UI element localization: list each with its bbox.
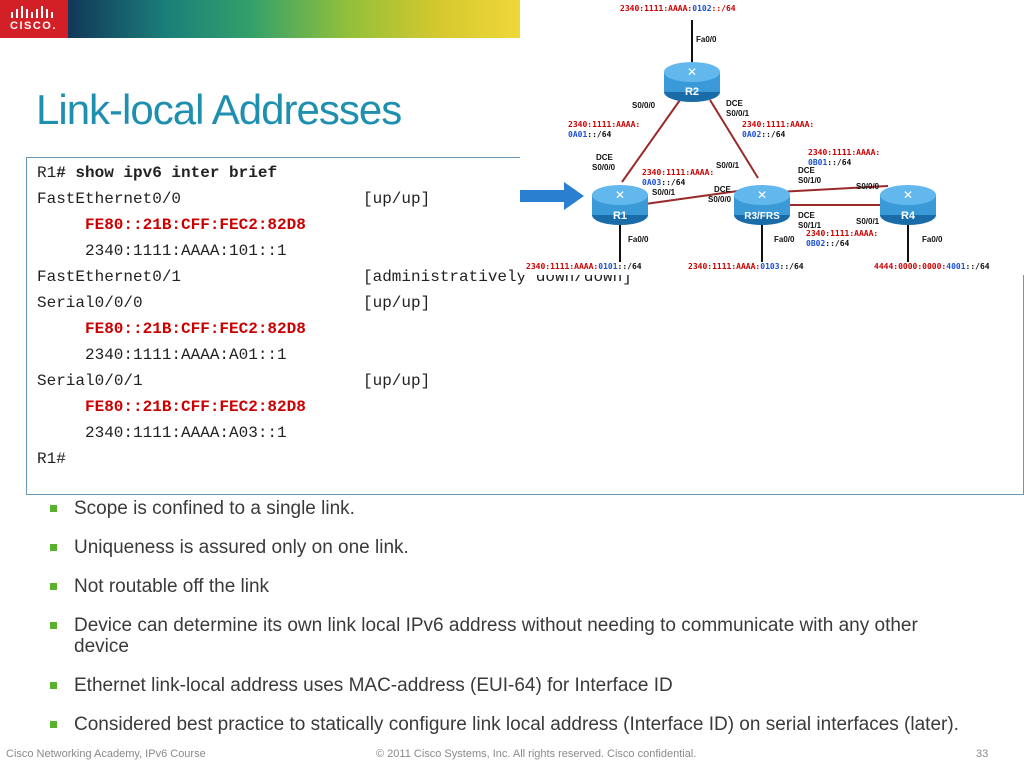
r1-lan-subnet: 2340:1111:AAAA:0101::/64 (526, 262, 642, 271)
r3-lan-subnet: 2340:1111:AAAA:0103::/64 (688, 262, 804, 271)
router-r2: ✕ R2 (664, 62, 720, 102)
network-topology-diagram: ✕ R2 ✕ R1 ✕ R3/FRS ✕ R4 2340:1111:AAAA:0… (520, 0, 1024, 275)
cli-global-addr: 2340:1111:AAAA:A01::1 (85, 346, 287, 364)
cisco-logo-text: CISCO. (10, 20, 57, 32)
r2-s000-label: S0/0/0 (632, 101, 656, 110)
r4-s000-label: S0/0/0 (856, 182, 880, 191)
r2-fa-label: Fa0/0 (696, 35, 717, 44)
list-item: Ethernet link-local address uses MAC-add… (48, 675, 968, 696)
r4-s001-label: S0/0/1 (856, 217, 880, 226)
r1-r2-subnet-line1: 2340:1111:AAAA: (568, 120, 640, 129)
link-r1-r2 (621, 99, 681, 183)
footer-copyright: © 2011 Cisco Systems, Inc. All rights re… (376, 748, 697, 760)
r4-fa-label: Fa0/0 (922, 235, 943, 244)
r1-r3-subnet-line1: 2340:1111:AAAA: (642, 168, 714, 177)
r3-dce-label-b: DCE (798, 166, 816, 175)
router-r3: ✕ R3/FRS (734, 185, 790, 225)
r3-s011-label: S0/1/1 (798, 221, 822, 230)
slide-title: Link-local Addresses (36, 86, 402, 133)
cli-iface-name: Serial0/0/0 (37, 294, 143, 312)
router-label-r4: R4 (901, 210, 916, 222)
top-subnet-label: 2340:1111:AAAA:0102::/64 (620, 4, 736, 13)
bullet-list: Scope is confined to a single link. Uniq… (48, 498, 968, 753)
cli-iface-status: [up/up] (363, 190, 431, 208)
cli-iface-name: FastEthernet0/1 (37, 268, 182, 286)
bullet-square-icon (50, 544, 57, 551)
list-item: Considered best practice to statically c… (48, 714, 968, 735)
bullet-square-icon (50, 721, 57, 728)
router-arrows-icon: ✕ (757, 188, 767, 202)
r2-r3-subnet-line2: 0A02::/64 (742, 130, 786, 139)
r1-r3-subnet-line2: 0A03::/64 (642, 178, 686, 187)
header-banner: CISCO. (0, 0, 522, 38)
list-item: Scope is confined to a single link. (48, 498, 968, 519)
router-label-r1: R1 (613, 210, 627, 222)
footer-course: Cisco Networking Academy, IPv6 Course (6, 748, 206, 760)
cli-command: # show ipv6 inter brief (56, 164, 278, 182)
link-r1-r3 (637, 189, 746, 206)
router-label-r3: R3/FRS (744, 211, 780, 222)
r4-lan-subnet: 4444:0000:0000:4001::/64 (874, 262, 990, 271)
router-arrows-icon: ✕ (903, 188, 913, 202)
router-arrows-icon: ✕ (687, 65, 697, 79)
r3-r4-bottom-subnet-line1: 2340:1111:AAAA: (806, 229, 878, 238)
pointer-arrow-icon (520, 182, 584, 210)
cli-link-local-addr: FE80::21B:CFF:FEC2:82D8 (85, 320, 306, 338)
list-item: Uniqueness is assured only on one link. (48, 537, 968, 558)
cli-link-local-addr: FE80::21B:CFF:FEC2:82D8 (85, 216, 306, 234)
r3-dce-label-a: DCE (714, 185, 732, 194)
router-r4: ✕ R4 (880, 185, 936, 225)
router-arrows-icon: ✕ (615, 188, 625, 202)
bullet-square-icon (50, 682, 57, 689)
cli-global-addr: 2340:1111:AAAA:101::1 (85, 242, 287, 260)
cisco-logo: CISCO. (0, 0, 68, 38)
r1-s000-label: S0/0/0 (592, 163, 616, 172)
cli-prompt: R1 (37, 164, 57, 182)
cli-command-line: R1# show ipv6 inter brief (37, 164, 277, 182)
cli-line-iface: FastEthernet0/0 (37, 190, 181, 208)
r1-fa-label: Fa0/0 (628, 235, 649, 244)
r3-fa-label: Fa0/0 (774, 235, 795, 244)
bullet-square-icon (50, 622, 57, 629)
r2-r3-subnet-line1: 2340:1111:AAAA: (742, 120, 814, 129)
list-item: Not routable off the link (48, 576, 968, 597)
bullet-square-icon (50, 505, 57, 512)
r2-dce-label: DCE (726, 99, 744, 108)
diagram-background (520, 0, 1024, 275)
r1-r2-subnet-line2: 0A01::/64 (568, 130, 612, 139)
r2-s001-label: S0/0/1 (726, 109, 750, 118)
bullet-square-icon (50, 583, 57, 590)
r3-s010-label: S0/1/0 (798, 176, 822, 185)
serial-links (621, 99, 889, 206)
cli-iface-status: [up/up] (363, 372, 431, 390)
r3-dce-label-c: DCE (798, 211, 816, 220)
r3-s001-label: S0/0/1 (716, 161, 740, 170)
r1-s001-label: S0/0/1 (652, 188, 676, 197)
list-item: Device can determine its own link local … (48, 615, 968, 657)
router-r1: ✕ R1 (592, 185, 648, 225)
page-number: 33 (976, 748, 989, 760)
cli-iface-name: Serial0/0/1 (37, 372, 143, 390)
r3-r4-top-subnet-line1: 2340:1111:AAAA: (808, 148, 880, 157)
link-r3-r4-top (777, 185, 889, 193)
cli-global-addr: 2340:1111:AAAA:A03::1 (85, 424, 287, 442)
cli-iface-name: FastEthernet0/0 (37, 190, 182, 208)
cli-final-prompt: R1# (37, 450, 66, 468)
cli-iface-status: [up/up] (363, 294, 431, 312)
router-label-r2: R2 (685, 86, 699, 98)
cli-link-local-addr: FE80::21B:CFF:FEC2:82D8 (85, 398, 306, 416)
cisco-bars-icon (11, 6, 53, 18)
r3-r4-top-subnet-line2: 0B01::/64 (808, 158, 852, 167)
r3-s000-label: S0/0/0 (708, 195, 732, 204)
r3-r4-bottom-subnet-line2: 0B02::/64 (806, 239, 850, 248)
link-r2-r3 (709, 99, 759, 179)
r1-dce-label: DCE (596, 153, 614, 162)
